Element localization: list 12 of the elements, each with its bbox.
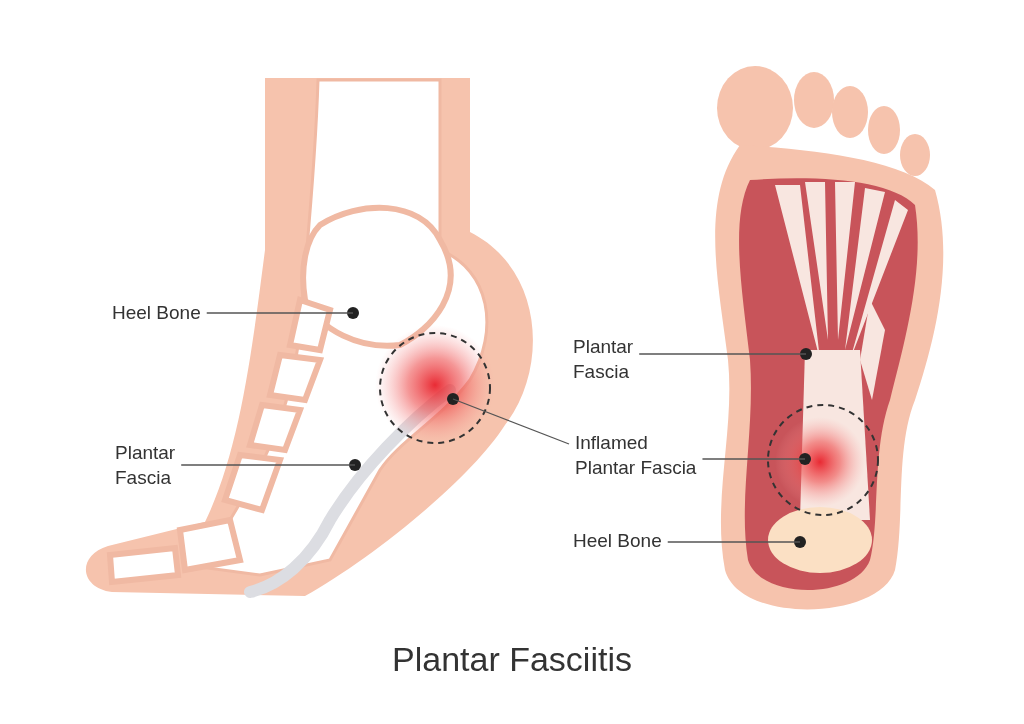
part-label: Plantar Fascia — [573, 334, 653, 384]
part-label: Heel Bone — [573, 528, 683, 553]
leader-line — [638, 353, 807, 355]
leader-line — [180, 464, 356, 466]
leader-line — [452, 398, 570, 445]
leader-line — [206, 312, 354, 314]
leader-line — [701, 458, 806, 460]
part-label: Plantar Fascia — [115, 440, 195, 490]
part-label: Heel Bone — [112, 300, 222, 325]
leader-line — [667, 541, 801, 543]
diagram-title: Plantar Fasciitis — [391, 640, 633, 679]
part-label: Inflamed Plantar Fascia — [575, 430, 705, 480]
